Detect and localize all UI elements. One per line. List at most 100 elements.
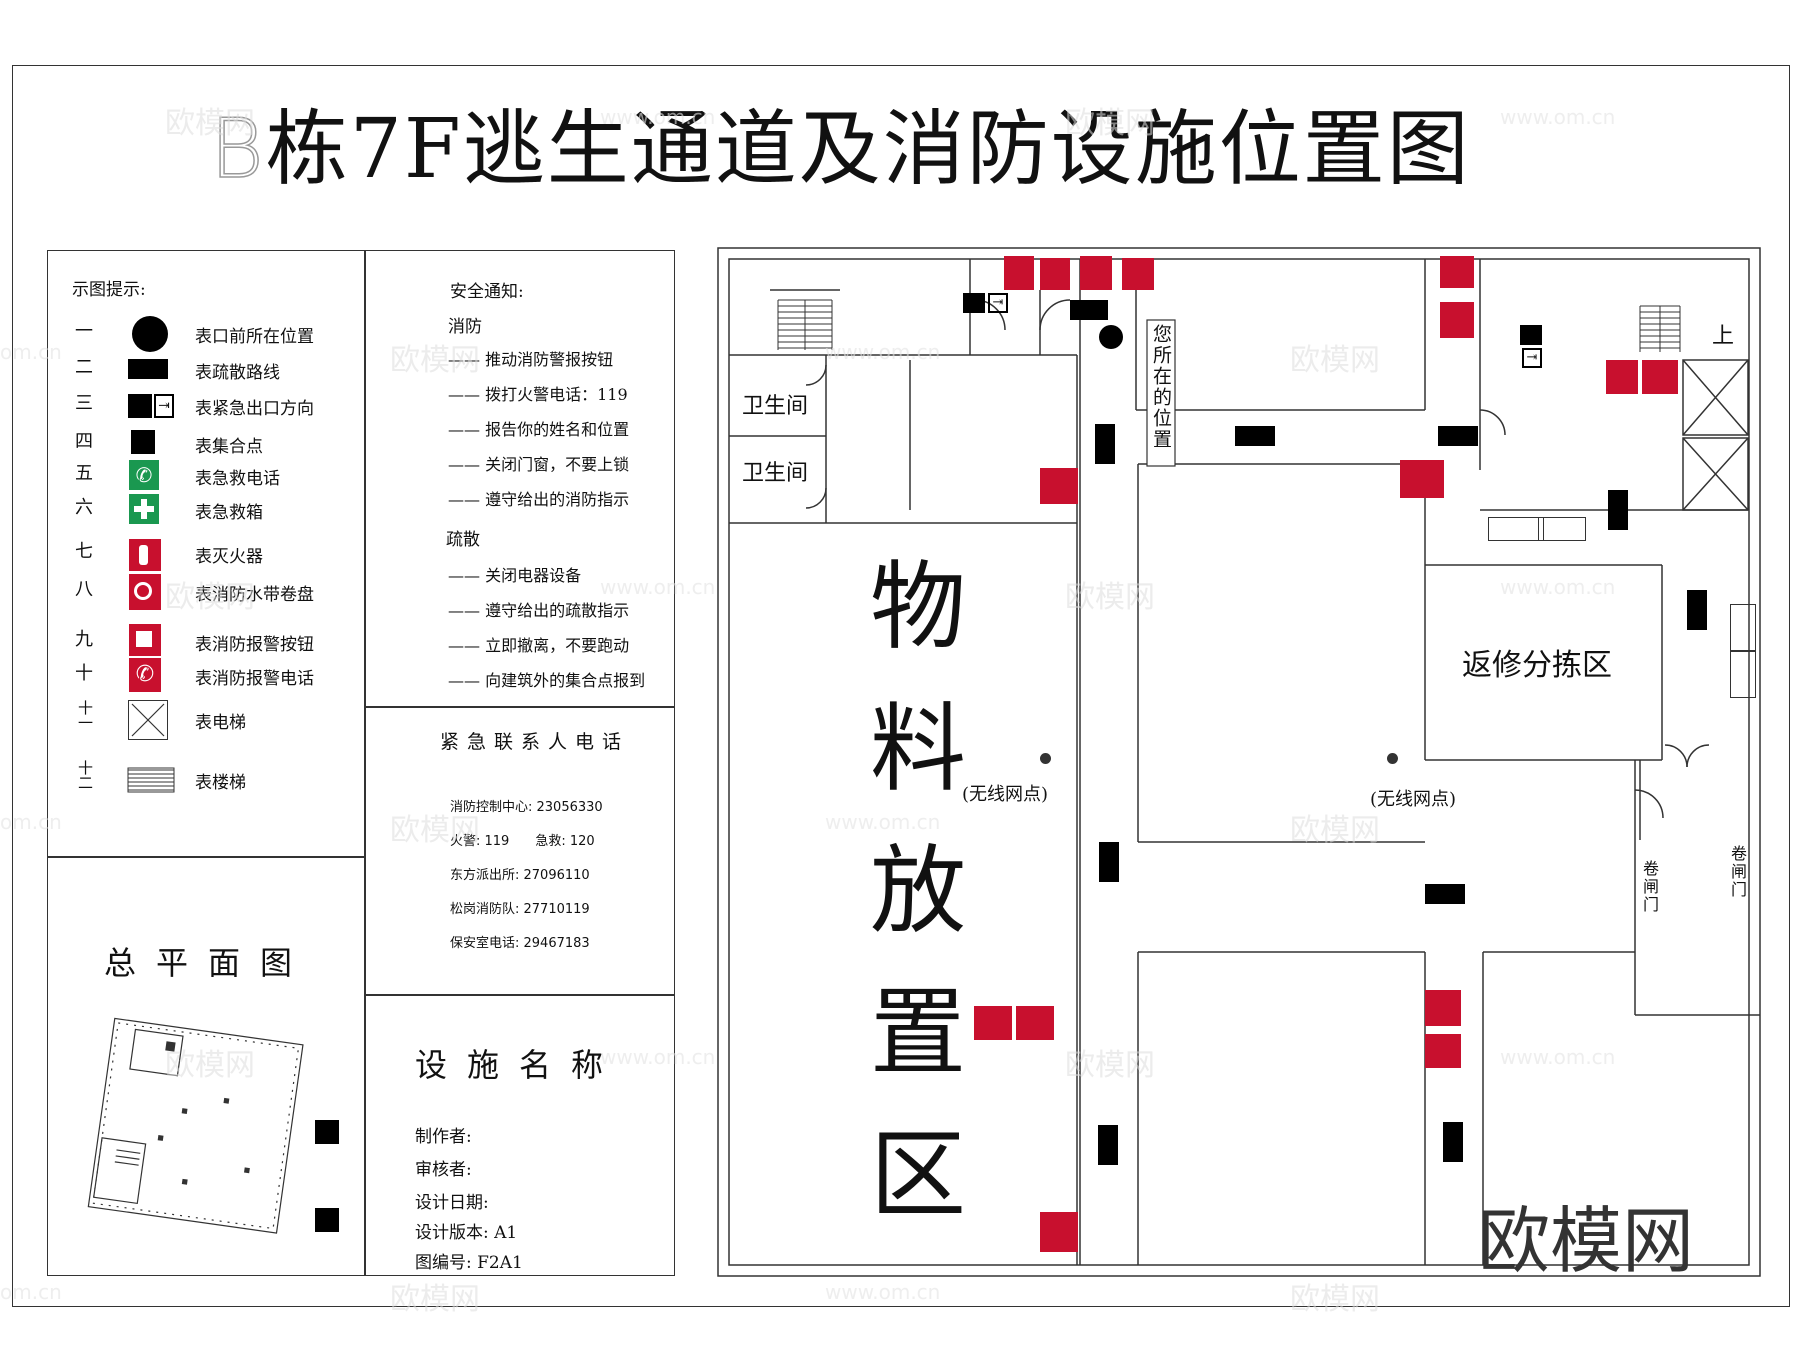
evacuation-instruction-item-4: —— 向建筑外的集合点报到	[448, 667, 645, 691]
material-area-label: 物 料 放 置 区	[868, 536, 968, 1246]
fire-hose-reel-marker-1	[1004, 256, 1034, 290]
legend-number-9: 九	[75, 629, 93, 650]
list-dash: ——	[448, 385, 486, 404]
poster-frame	[12, 65, 1790, 1307]
fire-instruction-item-text: 关闭门窗，不要上锁	[485, 455, 630, 474]
safety-heading: 安全通知:	[450, 282, 524, 302]
legend-number-8: 八	[75, 579, 93, 600]
fire-instruction-item-3: —— 报告你的姓名和位置	[448, 416, 629, 440]
toilet-1-label: 卫生间	[742, 394, 809, 419]
fire-extinguisher-marker-1	[1040, 258, 1070, 290]
evacuation-route-3	[1235, 426, 1275, 446]
fire-alarm-marker-1	[1040, 468, 1078, 504]
watermark-url-11: om.cn	[0, 810, 62, 834]
contact-line-3: 东方派出所: 27096110	[450, 868, 590, 883]
legend-number-7: 七	[75, 541, 93, 562]
legend-label-11: 表电梯	[195, 713, 246, 733]
site-plan-heading: 总平面图	[104, 944, 313, 982]
legend-label-12: 表楼梯	[195, 773, 246, 793]
evacuation-route-2	[1095, 424, 1115, 464]
fire-instruction-item-text: 报告你的姓名和位置	[485, 420, 630, 439]
watermark-url-3: www.om.cn	[825, 340, 941, 364]
elevator-icon	[128, 700, 168, 740]
facility-line-4: 设计版本: A1	[415, 1223, 518, 1243]
fire-hose-reel-marker-5	[1016, 1006, 1054, 1040]
legend-label-1: 表口前所在位置	[195, 327, 314, 347]
watermark-url-12: om.cn	[0, 1280, 62, 1304]
title-text: 栋7F逃生通道及消防设施位置图	[265, 102, 1471, 197]
list-dash: ——	[448, 350, 486, 369]
legend-number-11: 十一	[76, 700, 94, 730]
fire-heading: 消防	[448, 317, 482, 337]
watermark-brand-6: 欧模网	[1065, 580, 1155, 615]
material-char-3: 放	[870, 835, 966, 947]
evacuation-instruction-item-1: —— 关闭电器设备	[448, 562, 581, 586]
panel-divider-vertical	[364, 250, 366, 1276]
evacuation-instruction-item-text: 向建筑外的集合点报到	[485, 671, 646, 690]
legend-label-2: 表疏散路线	[195, 363, 280, 383]
watermark-brand-7: 欧模网	[390, 813, 480, 848]
fire-instruction-item-1: —— 推动消防警报按钮	[448, 346, 613, 370]
facility-line-5: 图编号: F2A1	[415, 1253, 523, 1273]
fire-instruction-item-text: 拨打火警电话：119	[485, 385, 628, 404]
panel-divider-legend	[47, 856, 364, 858]
page-title: B栋7F逃生通道及消防设施位置图	[209, 100, 1471, 200]
fire-alarm-marker-3	[1040, 1212, 1078, 1252]
toilet-2-label: 卫生间	[742, 461, 809, 486]
panel-divider-contacts	[364, 994, 675, 996]
fire-alarm-button-icon	[129, 624, 161, 656]
evacuation-instruction-item-text: 关闭电器设备	[485, 566, 582, 585]
evacuation-route-1	[1070, 300, 1108, 320]
watermark-url-7: www.om.cn	[600, 1045, 716, 1069]
stairs-icon	[126, 766, 176, 794]
facility-line-2: 审核者:	[415, 1160, 472, 1180]
watermark-brand-10: 欧模网	[1065, 1048, 1155, 1083]
fire-extinguisher-marker-3	[1440, 302, 1474, 338]
legend-label-4: 表集合点	[195, 437, 263, 457]
watermark-brand-2: 欧模网	[1065, 106, 1155, 141]
fire-alarm-phone-icon: ✆	[129, 658, 161, 692]
fire-instruction-item-text: 遵守给出的消防指示	[485, 490, 630, 509]
fire-extinguisher-icon	[129, 539, 161, 571]
fire-alarm-marker-2	[1400, 460, 1444, 498]
watermark-brand-1: 欧模网	[165, 106, 255, 141]
wifi-point-2-icon	[1387, 753, 1398, 764]
stairs-up-label: 上	[1712, 324, 1735, 349]
watermark-brand-4: 欧模网	[1290, 343, 1380, 378]
watermark-brand-11: 欧模网	[390, 1282, 480, 1317]
legend-number-2: 二	[75, 357, 93, 378]
list-dash: ——	[448, 455, 486, 474]
evacuation-instruction-item-2: —— 遵守给出的疏散指示	[448, 597, 629, 621]
fire-extinguisher-marker-6	[1425, 1034, 1461, 1068]
evacuation-route-9	[1098, 1125, 1118, 1165]
fire-instruction-item-2: —— 拨打火警电话：119	[448, 381, 628, 405]
legend-number-5: 五	[75, 463, 93, 484]
watermark-brand-9: 欧模网	[165, 1048, 255, 1083]
workbench-1	[1488, 517, 1544, 541]
watermark-url-9: www.om.cn	[825, 1280, 941, 1304]
legend-number-1: 一	[75, 321, 93, 342]
site-plan-drawing	[60, 1010, 320, 1250]
brand-watermark-large: 欧模网	[1478, 1199, 1695, 1283]
fire-instruction-item-4: —— 关闭门窗，不要上锁	[448, 451, 629, 475]
roller-door-1-label: 卷闸门	[1640, 860, 1659, 914]
evacuation-route-bar-icon	[128, 359, 168, 379]
current-position-dot-icon	[132, 316, 168, 352]
fire-hose-reel-marker-2	[1080, 256, 1112, 290]
material-char-2: 料	[870, 693, 966, 805]
evacuation-instruction-item-3: —— 立即撤离，不要跑动	[448, 632, 629, 656]
watermark-url-5: www.om.cn	[1500, 575, 1616, 599]
workbench-2	[1538, 517, 1586, 541]
legend-label-8: 表消防水带卷盘	[195, 585, 314, 605]
panel-divider-safety	[364, 706, 675, 708]
current-position-marker	[1099, 325, 1123, 349]
list-dash: ——	[448, 566, 486, 585]
legend-heading: 示图提示:	[72, 280, 146, 300]
evacuation-route-4	[1438, 426, 1478, 446]
facility-line-1: 制作者:	[415, 1127, 472, 1147]
facility-line-3: 设计日期:	[415, 1193, 489, 1213]
evacuation-heading: 疏散	[446, 530, 480, 550]
contact-line-5: 保安室电话: 29467183	[450, 936, 590, 951]
watermark-brand-3: 欧模网	[390, 343, 480, 378]
